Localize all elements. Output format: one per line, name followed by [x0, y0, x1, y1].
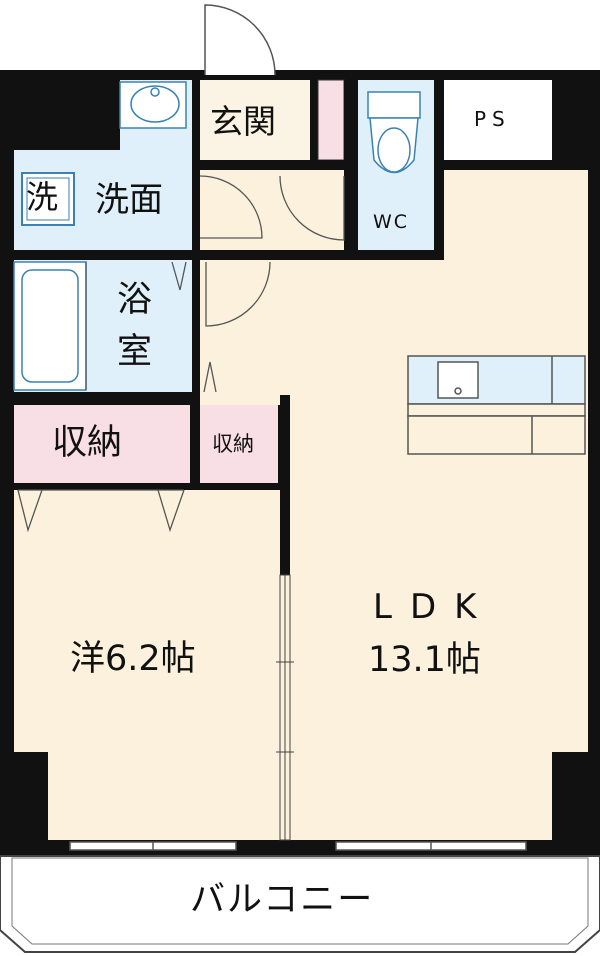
door-swings: [17, 175, 345, 533]
ldk-size-label: 13.1帖: [368, 640, 481, 680]
kitchen-counter: [407, 355, 586, 455]
storage-large: [14, 405, 190, 483]
storage-small-label: 収納: [212, 432, 254, 456]
washroom-label: 洗面: [95, 180, 163, 220]
western-room-label: 洋6.2帖: [70, 639, 196, 679]
entrance-door: [204, 4, 276, 76]
balcony-label: バルコニー: [190, 880, 375, 920]
washer-symbol: 洗: [26, 178, 59, 216]
ps-label: PS: [474, 107, 511, 131]
ldk-title-label: LDK: [373, 587, 495, 627]
entrance-floor: [200, 80, 310, 160]
bath-label-2: 室: [117, 332, 153, 372]
entrance-label: 玄関: [210, 102, 276, 141]
storage-large-label: 収納: [52, 423, 123, 463]
toilet: [367, 91, 421, 174]
wash-basin: [119, 81, 187, 129]
washer-box: [21, 172, 75, 226]
storage-small: [200, 405, 278, 483]
balcony: [0, 855, 600, 953]
south-windows: [69, 841, 527, 851]
hall-floor: [200, 170, 355, 250]
ps-box: [444, 80, 552, 160]
sliding-partition: [276, 574, 294, 841]
western-room-floor: [14, 490, 280, 840]
wc-label: WC: [373, 211, 410, 233]
bathtub: [13, 261, 87, 391]
interior-walls: [0, 70, 600, 856]
bath-label-1: 浴: [117, 280, 153, 320]
shoe-cabinet: [317, 79, 345, 161]
